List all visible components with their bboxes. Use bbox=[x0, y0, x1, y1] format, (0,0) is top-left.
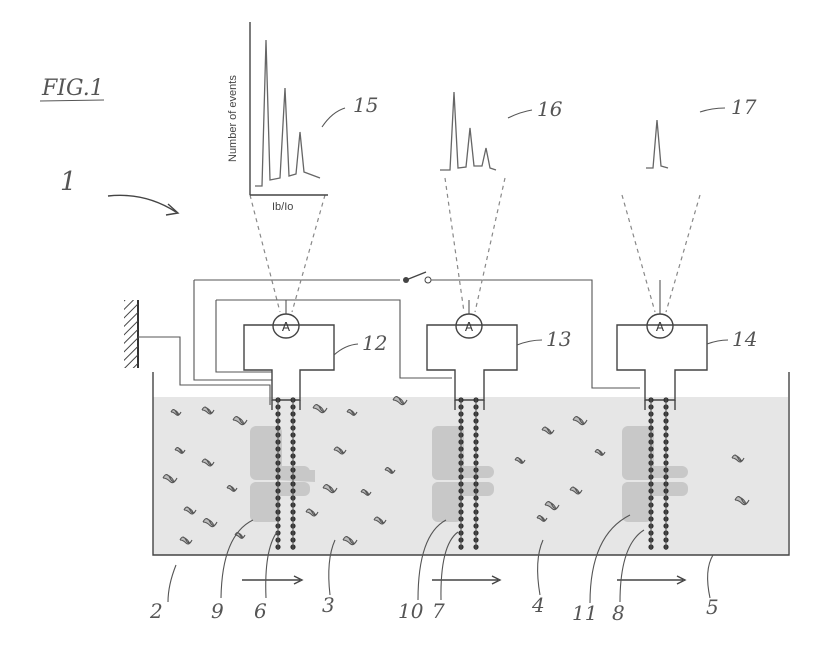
ammeter-14: A bbox=[646, 313, 674, 339]
electrode-holder-14 bbox=[616, 324, 708, 401]
switch-lever bbox=[405, 271, 427, 281]
ammeter-14-label: A bbox=[656, 320, 665, 334]
molecule bbox=[734, 495, 750, 506]
molecule bbox=[322, 483, 338, 494]
figure-title: FIG.1 bbox=[41, 76, 104, 101]
ref-6: 6 bbox=[254, 599, 267, 623]
molecule bbox=[731, 454, 745, 463]
ref-9: 9 bbox=[211, 599, 224, 623]
molecule bbox=[201, 406, 215, 415]
molecule bbox=[232, 415, 248, 426]
molecule bbox=[373, 516, 387, 525]
ammeter-12: A bbox=[272, 313, 300, 339]
ref-15: 15 bbox=[353, 93, 378, 117]
molecule bbox=[305, 508, 319, 517]
molecule bbox=[174, 446, 186, 454]
ref-14: 14 bbox=[732, 327, 757, 351]
molecule bbox=[572, 415, 588, 426]
molecule bbox=[594, 448, 606, 456]
switch-contact-right bbox=[424, 276, 432, 284]
molecule bbox=[360, 488, 372, 496]
electrode-leads bbox=[271, 400, 676, 410]
molecule bbox=[384, 466, 396, 474]
molecule bbox=[162, 473, 178, 484]
title-underline bbox=[39, 99, 105, 102]
ref-device: 1 bbox=[60, 167, 77, 197]
wire-circuit-2 bbox=[215, 300, 272, 373]
wire-circuit-middle bbox=[216, 299, 452, 379]
arrowhead bbox=[165, 203, 180, 216]
axis-y-label: Number of events bbox=[227, 75, 239, 162]
leader-lines bbox=[167, 107, 729, 604]
ref-17: 17 bbox=[731, 95, 757, 119]
main-wire-right bbox=[431, 279, 640, 389]
ref-3: 3 bbox=[322, 593, 335, 617]
axis-x-label: Ib/Io bbox=[272, 201, 293, 213]
projection-lines bbox=[249, 177, 701, 313]
electrode-holder-12 bbox=[243, 324, 335, 401]
molecule bbox=[179, 536, 193, 545]
ammeter-13: A bbox=[455, 313, 483, 339]
molecule bbox=[541, 426, 555, 435]
molecule bbox=[544, 500, 560, 511]
ref-2: 2 bbox=[149, 599, 163, 623]
ref-5: 5 bbox=[706, 595, 719, 619]
molecule bbox=[183, 506, 197, 515]
ref-4: 4 bbox=[531, 593, 545, 617]
ammeter-13-label: A bbox=[465, 320, 474, 334]
particles bbox=[162, 395, 750, 546]
ground-wire bbox=[138, 336, 271, 405]
ref-10: 10 bbox=[398, 599, 424, 623]
molecule bbox=[392, 395, 408, 406]
histogram-17 bbox=[646, 119, 669, 169]
molecule bbox=[234, 531, 246, 539]
molecule bbox=[226, 484, 238, 492]
molecule bbox=[536, 514, 548, 522]
ref-16: 16 bbox=[537, 97, 563, 121]
ground-symbol bbox=[124, 300, 138, 368]
molecule bbox=[312, 403, 328, 414]
wire-circuit-1 bbox=[193, 280, 272, 381]
molecule bbox=[201, 458, 215, 467]
ref-13: 13 bbox=[546, 327, 571, 351]
ref-8: 8 bbox=[612, 601, 625, 625]
electrode-holder-13 bbox=[426, 324, 518, 401]
ref-11: 11 bbox=[572, 601, 597, 625]
molecule bbox=[333, 446, 347, 455]
reservoir-vessel bbox=[152, 372, 790, 556]
molecule bbox=[342, 535, 358, 546]
device-pointer-arrow bbox=[107, 194, 177, 213]
molecule bbox=[346, 408, 358, 416]
molecule bbox=[202, 517, 218, 528]
ref-7: 7 bbox=[432, 599, 445, 623]
molecule bbox=[514, 456, 526, 464]
dna-strands bbox=[275, 397, 669, 550]
flow-arrows bbox=[242, 575, 687, 585]
histogram-15 bbox=[249, 22, 328, 196]
histogram-16 bbox=[440, 91, 497, 171]
ammeter-12-label: A bbox=[282, 320, 291, 334]
molecule bbox=[170, 408, 182, 416]
molecule bbox=[569, 486, 583, 495]
ref-12: 12 bbox=[362, 331, 387, 355]
